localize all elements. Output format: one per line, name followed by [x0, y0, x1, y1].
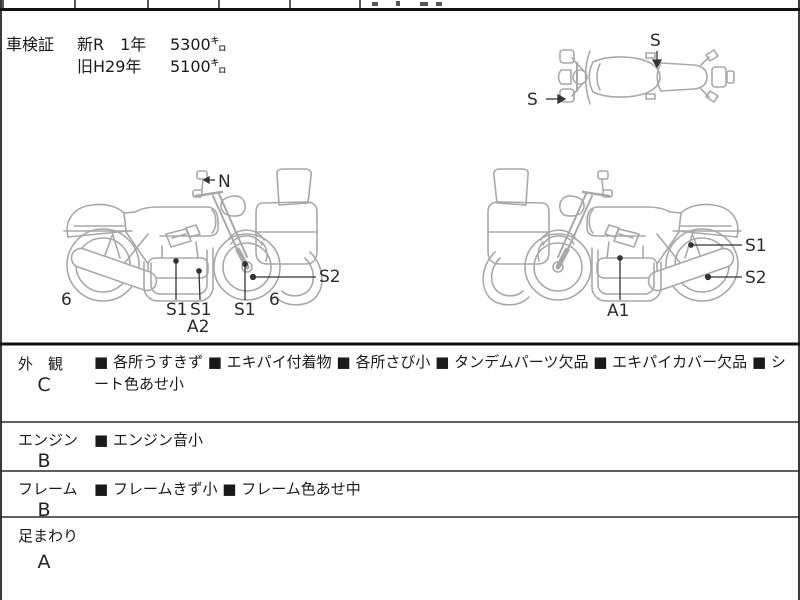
mileage-old: 5100㌔ — [170, 57, 227, 76]
grade-undercarriage: A — [37, 551, 51, 573]
grade-frame: B — [37, 499, 51, 521]
callout-left-rearwheel-6: 6 — [61, 290, 72, 310]
callout-top-view-seat: S — [650, 31, 661, 51]
category-frame: フレーム — [18, 480, 78, 498]
registration-new: 新R 1年 — [77, 35, 147, 54]
motorcycle-left-side-drawing — [64, 169, 322, 305]
comments-exterior: ■ 各所うすきず ■ エキパイ付着物 ■ 各所さび小 ■ タンデムパーツ欠品 ■… — [94, 353, 786, 393]
callout-left-fork-S1: S1 — [234, 300, 256, 320]
motorcycle-right-side-drawing — [483, 169, 741, 305]
comments-engine: ■ エンジン音小 — [94, 431, 203, 449]
callout-left-frontwheel-6: 6 — [269, 290, 280, 310]
callout-right-engine-A1: A1 — [607, 301, 630, 321]
callout-top-view-mirror: S — [527, 90, 538, 110]
motorcycle-top-view-drawing — [557, 49, 735, 105]
registration-old: 旧H29年 — [77, 57, 142, 76]
callout-left-crashbar-A2: A2 — [187, 317, 210, 337]
comments-frame: ■ フレームきず小 ■ フレーム色あせ中 — [94, 480, 361, 498]
callout-right-frame-S1: S1 — [745, 236, 767, 256]
certificate-label: 車検証 — [6, 35, 55, 54]
callout-right-rearwheel-S2: S2 — [745, 268, 767, 288]
category-undercarriage: 足まわり — [18, 527, 79, 545]
category-engine: エンジン — [18, 431, 79, 449]
mileage-new: 5300㌔ — [170, 35, 227, 54]
grade-exterior: C — [37, 374, 51, 396]
clipped-top-row-grid — [2, 0, 361, 9]
assessment-table-rules — [0, 342, 800, 518]
callout-left-mirror-N: N — [218, 172, 231, 192]
callout-lines — [173, 51, 742, 301]
category-exterior: 外 観 — [18, 355, 64, 373]
callout-left-engine-S1: S1 — [166, 300, 188, 320]
clipped-header-text-fragments — [372, 1, 442, 6]
grade-engine: B — [37, 450, 51, 472]
callout-left-frontwheel-S2: S2 — [319, 267, 341, 287]
callout-left-crashbar-S1: S1 — [190, 300, 212, 320]
